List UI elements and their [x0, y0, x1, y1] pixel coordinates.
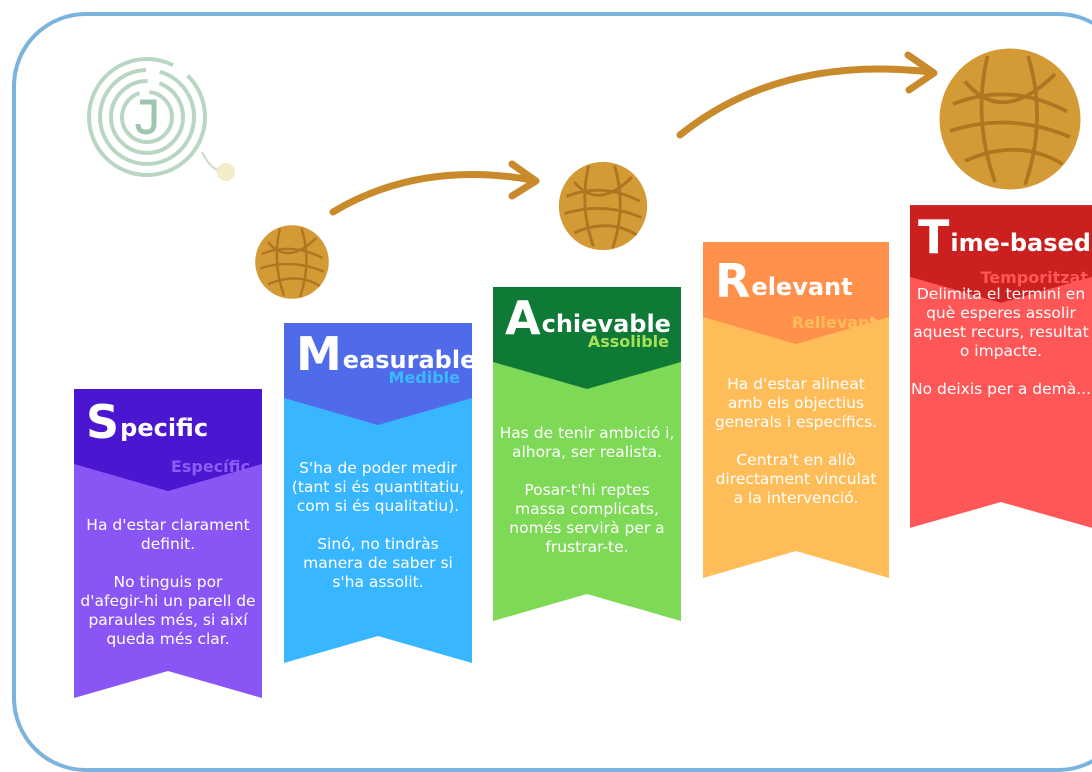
card-description: Has de tenir ambició i, alhora, ser real…: [499, 424, 675, 556]
card-description: S'ha de poder medir (tant si és quantita…: [291, 459, 465, 591]
card-description: Ha d'estar clarament definit. No tinguis…: [80, 516, 256, 648]
yarn-ball-icon: [255, 225, 329, 299]
card-description: Delimita el termini en què esperes assol…: [910, 285, 1092, 398]
yarn-ball-icon: [939, 48, 1081, 190]
card-shape: [493, 287, 681, 621]
card-shape: [910, 205, 1092, 528]
card-achievable: Achievable Assolible Has de tenir ambici…: [493, 287, 681, 621]
card-description: Ha d'estar alineat amb els objectius gen…: [714, 375, 878, 507]
card-translation: Rellevant: [791, 313, 877, 332]
card-translation: Assolible: [587, 332, 669, 351]
card-relevant: Relevant Rellevant Ha d'estar alineat am…: [703, 242, 889, 578]
card-title: Specific: [86, 395, 209, 449]
card-time-based: Time-based Temporitzat Delimita el termi…: [910, 198, 1092, 535]
card-title: Time-based: [918, 210, 1091, 264]
card-shape: [74, 389, 262, 698]
card-title: Relevant: [715, 254, 853, 308]
card-shape: [284, 323, 472, 663]
maze-logo: [87, 57, 235, 181]
card-translation: Temporitzat: [980, 268, 1088, 287]
card-specific: Specific Específic Ha d'estar clarament …: [74, 389, 262, 698]
yarn-ball-icon: [558, 161, 648, 251]
card-measurable: Measurable Medible S'ha de poder medir (…: [284, 323, 476, 663]
card-shape: [703, 242, 889, 578]
card-translation: Medible: [388, 368, 461, 387]
card-title: Measurable: [296, 327, 477, 381]
card-title: Achievable: [505, 291, 671, 345]
card-translation: Específic: [170, 457, 250, 476]
